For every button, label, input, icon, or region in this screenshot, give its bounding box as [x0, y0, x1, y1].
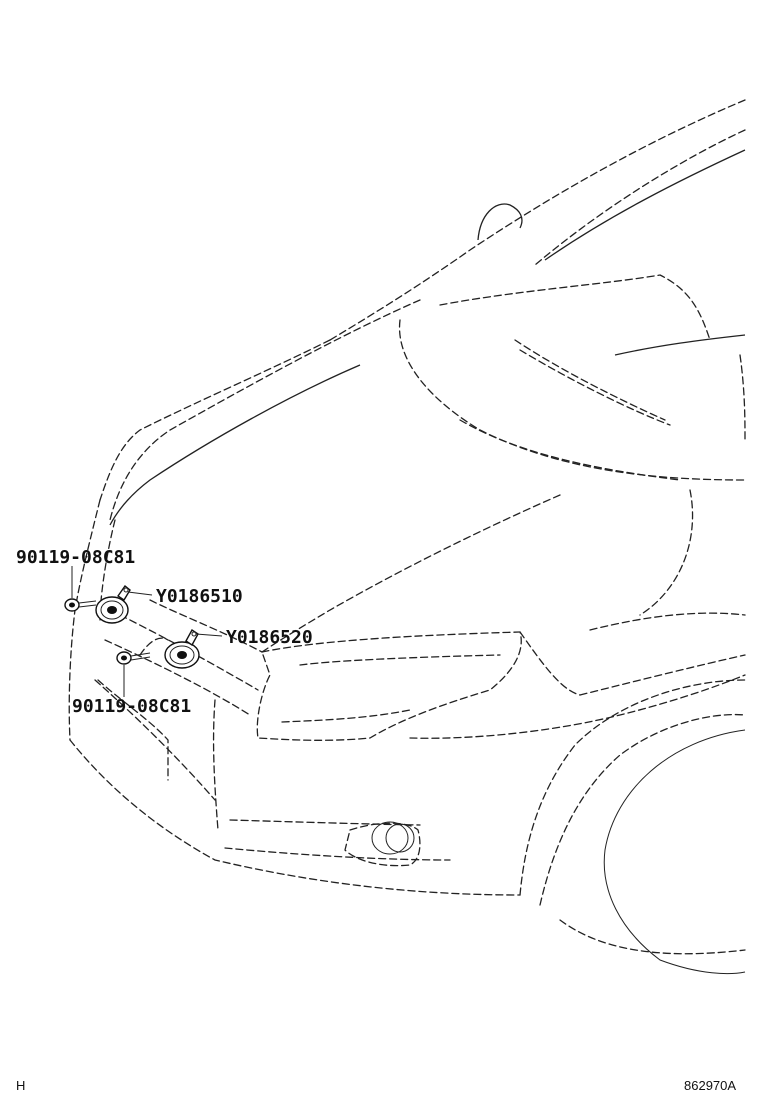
callout-bolt-lower: 90119-08C81 [72, 696, 191, 717]
footer-left-mark: H [16, 1078, 25, 1093]
leader-lines [71, 566, 223, 697]
callout-horn-high: Y0186510 [156, 586, 243, 607]
bolt-lower[interactable] [116, 651, 151, 665]
car-outline [68, 99, 746, 975]
bolt-upper[interactable] [64, 598, 97, 612]
drawing-code: 862970A [684, 1078, 736, 1093]
callout-bolt-upper: 90119-08C81 [16, 547, 135, 568]
callout-horn-low: Y0186520 [226, 627, 313, 648]
horn-y0186510[interactable] [95, 584, 131, 624]
horn-y0186520[interactable] [139, 628, 200, 669]
